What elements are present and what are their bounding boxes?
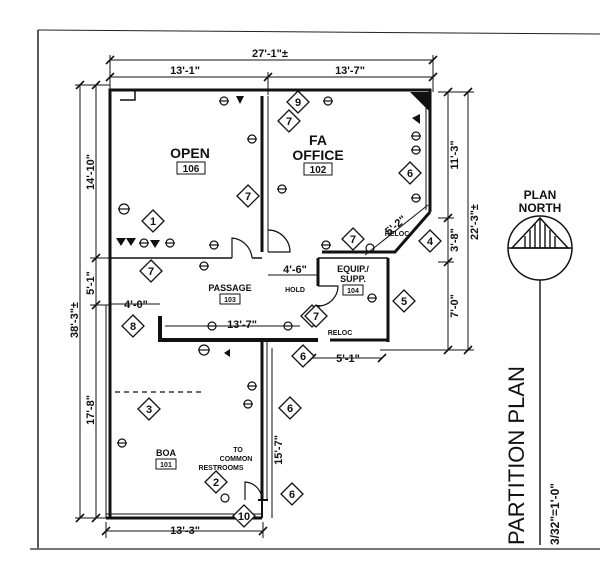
room-equip-name-line1: EQUIP./ — [337, 264, 369, 274]
keynote-tag-number: 6 — [287, 403, 293, 415]
room-open-number: 106 — [183, 164, 200, 175]
data-triangles — [116, 96, 420, 357]
north-arrow: PLAN NORTH — [507, 188, 573, 545]
keynote-tag-number: 7 — [245, 191, 251, 203]
room-fa-number: 102 — [310, 165, 327, 176]
keynote-tags: 1234456666777778910 — [121, 90, 442, 528]
keynote-tag: 2 — [204, 470, 228, 494]
keynote-tag-number: 4 — [427, 236, 434, 248]
room-passage: PASSAGE 103 — [208, 283, 252, 305]
keynote-tag: 10 — [232, 504, 256, 528]
note-common-3: RESTROOMS — [198, 465, 243, 472]
keynote-tag-number: 6 — [289, 489, 295, 501]
dim-top-left: 13'-1" — [170, 65, 200, 77]
keynote-tag: 6 — [291, 344, 315, 368]
doors — [231, 229, 339, 501]
keynote-tag-number: 7 — [313, 311, 319, 323]
keynote-tag-number: 5 — [401, 296, 407, 308]
room-equip-number: 104 — [347, 288, 359, 295]
dim-overall-width: 27'-1"± — [252, 48, 288, 60]
north-label-line2: NORTH — [519, 201, 562, 215]
keynote-tag-number: 8 — [130, 321, 136, 333]
dim-left-lower: 17'-8" — [85, 395, 97, 425]
room-open-name: OPEN — [170, 145, 210, 161]
room-fa-office: FA OFFICE 102 — [292, 132, 343, 176]
keynote-tag-number: 7 — [148, 266, 154, 278]
room-equip-name-line2: SUPP. — [340, 274, 366, 284]
keynote-tag: 7 — [236, 184, 260, 208]
room-fa-name-line1: FA — [309, 132, 327, 148]
electrical-symbols — [117, 96, 421, 503]
plan-scale: 3/32"=1'-0" — [548, 483, 562, 545]
keynote-tag-number: 7 — [350, 234, 356, 246]
north-label-line1: PLAN — [524, 188, 557, 202]
keynote-tag: 8 — [121, 314, 145, 338]
keynote-tag: 4 — [418, 229, 442, 253]
keynote-tag: 7 — [341, 227, 365, 251]
dim-hold: 4'-6" — [283, 264, 307, 276]
dim-left-upper: 14'-10" — [85, 154, 97, 190]
hold-label: HOLD — [285, 287, 305, 294]
sheet-border — [30, 29, 601, 550]
note-reloc-2: RELOC — [328, 330, 353, 337]
keynote-tag: 7 — [304, 304, 328, 328]
keynote-tag: 1 — [141, 209, 165, 233]
dim-right-overall: 22'-3"± — [469, 204, 481, 240]
dim-corridor: 13'-7" — [227, 319, 257, 331]
keynote-tag-number: 7 — [286, 116, 292, 128]
keynote-tag-number: 10 — [238, 511, 250, 523]
room-equip: EQUIP./ SUPP. 104 — [337, 264, 369, 296]
keynote-tag-number: 6 — [300, 351, 306, 363]
keynote-tag: 5 — [392, 289, 416, 313]
dim-boa-right: 15'-7" — [273, 435, 285, 465]
dim-right-lower: 7'-0" — [449, 294, 461, 318]
note-common-2: COMMON — [220, 456, 253, 463]
dimension-ticks — [75, 55, 473, 536]
room-passage-number: 103 — [224, 297, 236, 304]
keynote-tag: 7 — [277, 109, 301, 133]
dim-left-mid: 5'-1" — [85, 271, 97, 295]
dim-right-upper: 11'-3" — [449, 140, 461, 169]
dim-right-mid: 3'-8" — [449, 228, 461, 252]
note-reloc-1: RELOC. — [385, 231, 412, 238]
keynote-tag: 7 — [139, 259, 163, 283]
keynote-tag-number: 1 — [150, 216, 156, 228]
dim-small-4: 4'-0" — [124, 299, 148, 311]
room-boa: BOA 101 — [155, 448, 177, 470]
plan-title: PARTITION PLAN — [504, 366, 529, 545]
dimension-lines — [75, 55, 474, 538]
note-common-1: TO — [233, 447, 243, 454]
dim-top-right: 13'-7" — [335, 65, 365, 77]
keynote-tag: 9 — [286, 90, 310, 114]
keynote-tag-number: 2 — [213, 477, 219, 489]
keynote-tag: 3 — [137, 397, 161, 421]
room-open: OPEN 106 — [170, 145, 210, 175]
keynote-tag: 6 — [280, 482, 304, 506]
corner-detail — [410, 92, 430, 112]
dim-overall-height: 38'-3"± — [69, 302, 81, 338]
dim-bottom: 13'-3" — [170, 525, 200, 537]
keynote-tag-number: 9 — [295, 97, 301, 109]
keynote-tag: 6 — [398, 161, 422, 185]
keynote-tag-number: 6 — [407, 168, 413, 180]
room-fa-name-line2: OFFICE — [292, 147, 343, 163]
keynote-tag-number: 3 — [146, 404, 152, 416]
dim-equip-width: 5'-1" — [336, 353, 360, 365]
room-passage-name: PASSAGE — [208, 283, 251, 293]
room-boa-name: BOA — [156, 448, 177, 458]
room-boa-number: 101 — [160, 462, 172, 469]
keynote-tag: 6 — [278, 396, 302, 420]
